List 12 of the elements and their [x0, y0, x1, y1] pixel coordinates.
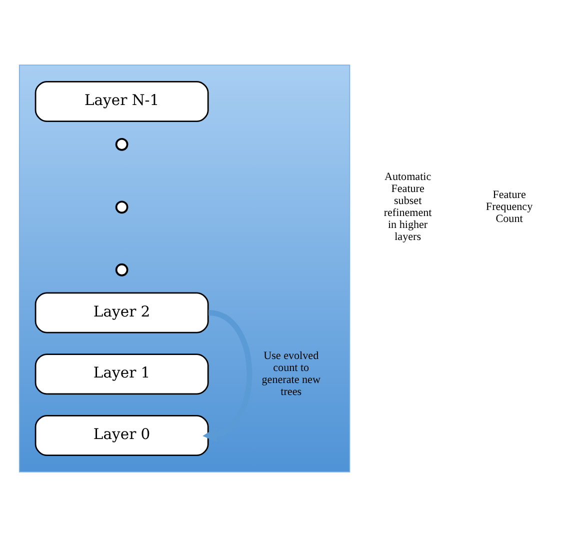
node-box: Layer 2	[34, 292, 209, 334]
arrow	[202, 310, 252, 442]
node-box: Layer 1	[34, 354, 209, 395]
node-box: Layer N-1	[34, 80, 209, 122]
node-circle	[115, 200, 128, 214]
cluster	[18, 64, 350, 472]
edge-label: Use evolved count to generate new trees	[262, 350, 320, 398]
label: Feature Frequency Count	[486, 189, 533, 225]
node-circle	[115, 263, 128, 276]
label: Automatic Feature subset refinement in higher layers	[384, 171, 432, 243]
node-circle	[115, 138, 128, 151]
node-box: Layer 0	[34, 414, 209, 456]
